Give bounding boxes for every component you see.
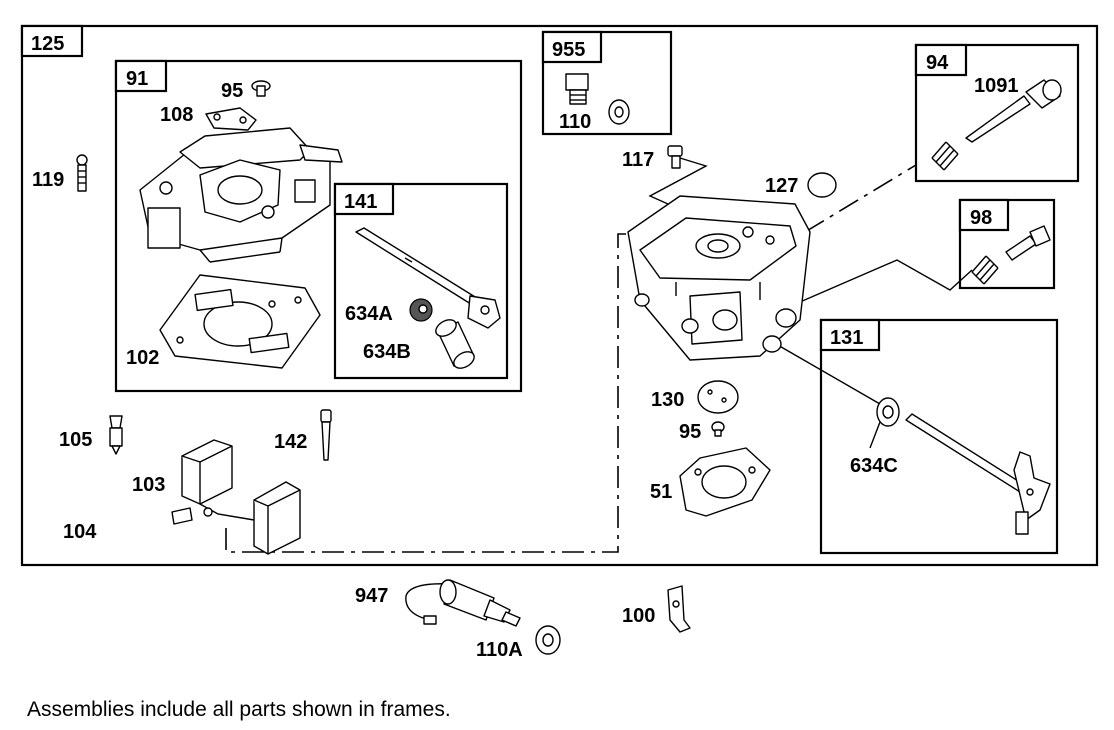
carburetor-parts-diagram: 125 91 141 955 94 98 131 bbox=[20, 24, 1099, 661]
part-label-127: 127 bbox=[765, 175, 798, 197]
part-label-1091: 1091 bbox=[974, 75, 1019, 97]
pin-142-icon bbox=[320, 409, 332, 461]
part-label-95b: 95 bbox=[679, 421, 701, 443]
part-label-947: 947 bbox=[355, 585, 388, 607]
part-label-103: 103 bbox=[132, 474, 165, 496]
leader-lines bbox=[225, 157, 973, 553]
bracket-100-icon bbox=[667, 585, 691, 633]
frame-91: 91 bbox=[114, 59, 523, 393]
part-label-108: 108 bbox=[160, 104, 193, 126]
part-label-100: 100 bbox=[622, 605, 655, 627]
plug-955-icon bbox=[565, 73, 589, 105]
throttle-shaft-141-icon bbox=[355, 227, 501, 329]
frame-955-label: 955 bbox=[552, 39, 585, 61]
frame-131: 131 bbox=[819, 318, 1059, 555]
frame-131-label: 131 bbox=[830, 327, 863, 349]
part-label-634a: 634A bbox=[345, 303, 393, 325]
plate-130-icon bbox=[697, 380, 739, 414]
carburetor-body-icon bbox=[627, 195, 811, 361]
frame-125: 125 bbox=[20, 24, 1099, 567]
needle-valve-1091-icon bbox=[965, 79, 1062, 143]
part-label-119: 119 bbox=[32, 169, 64, 191]
screw-95b-icon bbox=[711, 421, 725, 437]
part-label-102: 102 bbox=[126, 347, 159, 369]
seal-634c-icon bbox=[876, 397, 900, 427]
washer-110a-icon bbox=[535, 625, 561, 655]
frame-955: 955 bbox=[541, 30, 673, 136]
screw-95-icon bbox=[251, 80, 271, 97]
caption-text: Assemblies include all parts shown in fr… bbox=[27, 698, 451, 721]
frame-98-label: 98 bbox=[970, 207, 992, 229]
screw-98-icon bbox=[1005, 225, 1051, 261]
part-label-142: 142 bbox=[274, 431, 307, 453]
choke-shaft-131-icon bbox=[905, 413, 1051, 535]
screw-119-icon bbox=[76, 154, 88, 192]
part-label-105: 105 bbox=[59, 429, 92, 451]
screw-117-icon bbox=[667, 145, 683, 169]
frame-125-label: 125 bbox=[31, 33, 64, 55]
part-label-634b: 634B bbox=[363, 341, 411, 363]
frame-141: 141 bbox=[333, 182, 509, 380]
frame-91-label: 91 bbox=[126, 68, 148, 90]
part-label-110: 110 bbox=[559, 111, 591, 133]
frame-141-label: 141 bbox=[344, 191, 377, 213]
spring-98-icon bbox=[971, 255, 999, 285]
plug-127-icon bbox=[807, 172, 837, 198]
gasket-108-icon bbox=[205, 107, 257, 131]
part-label-634c: 634C bbox=[850, 455, 898, 477]
spring-94-icon bbox=[931, 141, 959, 171]
gasket-102-icon bbox=[159, 274, 321, 369]
part-label-104: 104 bbox=[63, 521, 97, 543]
float-103-icon bbox=[171, 439, 301, 555]
frame-98: 98 bbox=[958, 198, 1056, 290]
bushing-634b-icon bbox=[435, 319, 475, 369]
part-label-95: 95 bbox=[221, 80, 243, 102]
solenoid-947-icon bbox=[405, 579, 521, 627]
part-label-117: 117 bbox=[622, 149, 654, 171]
frame-94-label: 94 bbox=[926, 52, 949, 74]
part-label-51: 51 bbox=[650, 481, 672, 503]
seal-634a-icon bbox=[409, 298, 433, 322]
part-label-130: 130 bbox=[651, 389, 684, 411]
hose-104-icon bbox=[74, 478, 128, 522]
carburetor-body-upper-icon bbox=[139, 127, 343, 263]
gasket-51-icon bbox=[679, 447, 771, 517]
washer-110-icon bbox=[608, 99, 630, 125]
needle-valve-105-icon bbox=[109, 415, 123, 455]
frame-94: 94 bbox=[914, 43, 1080, 183]
part-label-110a: 110A bbox=[476, 639, 523, 661]
